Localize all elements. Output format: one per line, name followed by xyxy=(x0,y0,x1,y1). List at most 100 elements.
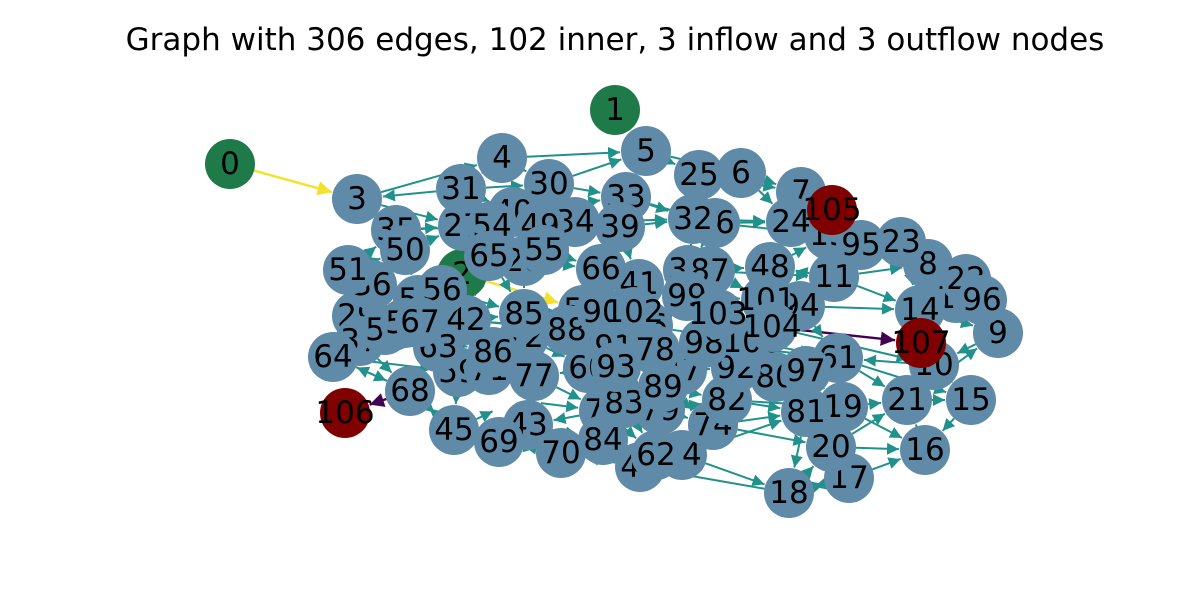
node-circle-30 xyxy=(524,159,574,209)
node-label-96: 96 xyxy=(962,282,1001,318)
node-label-55: 55 xyxy=(524,232,563,268)
node-circle-39 xyxy=(595,202,645,252)
edge-45-87b xyxy=(476,410,494,422)
node-circle-3 xyxy=(332,174,382,224)
edge-73-43 xyxy=(553,412,580,425)
node-18: 18 xyxy=(764,468,814,518)
edge-0-3 xyxy=(253,169,333,196)
node-label-103: 103 xyxy=(688,296,747,332)
node-70: 70 xyxy=(536,428,586,478)
node-label-25: 25 xyxy=(679,157,718,193)
node-circle-104 xyxy=(747,302,797,352)
node-circle-85 xyxy=(499,289,549,339)
node-label-85: 85 xyxy=(504,296,543,332)
edge-65-85 xyxy=(499,276,512,293)
node-16: 16 xyxy=(900,425,950,475)
node-4: 4 xyxy=(477,133,527,183)
node-67: 67 xyxy=(395,297,445,347)
node-circle-0 xyxy=(205,139,255,189)
node-circle-6 xyxy=(716,148,766,198)
node-104: 104 xyxy=(742,302,802,352)
edge-77-73 xyxy=(555,386,582,401)
edge-5-25 xyxy=(661,153,676,166)
node-21: 21 xyxy=(882,375,932,425)
node-label-32: 32 xyxy=(673,201,712,237)
edge-10-61 xyxy=(863,354,910,367)
edge-87-101 xyxy=(729,277,744,289)
edge-87b-73 xyxy=(540,400,579,413)
node-93: 93 xyxy=(591,342,641,392)
node-circle-20 xyxy=(806,422,856,472)
edge-39-41 xyxy=(621,246,633,260)
node-label-1: 1 xyxy=(605,92,625,128)
node-label-20: 20 xyxy=(811,429,850,465)
edge-30-33 xyxy=(573,184,601,197)
node-label-15: 15 xyxy=(951,382,990,418)
node-5: 5 xyxy=(621,126,671,176)
node-label-23: 23 xyxy=(881,224,920,260)
edge-94-14 xyxy=(824,302,895,315)
node-label-107: 107 xyxy=(891,325,950,361)
node-circle-19 xyxy=(818,382,868,432)
node-25: 25 xyxy=(674,150,724,200)
node-circle-18 xyxy=(764,468,814,518)
node-39: 39 xyxy=(595,202,645,252)
node-62: 62 xyxy=(631,430,681,480)
node-circle-102 xyxy=(609,287,659,337)
edge-72-60 xyxy=(546,346,566,358)
node-label-68: 68 xyxy=(390,373,429,409)
node-circle-55 xyxy=(519,225,569,275)
node-label-24: 24 xyxy=(771,204,810,240)
edge-4-5 xyxy=(526,146,621,159)
edge-19-21 xyxy=(867,398,882,411)
node-circle-107 xyxy=(896,318,946,368)
node-label-5: 5 xyxy=(636,133,656,169)
node-label-102: 102 xyxy=(604,294,663,330)
edge-4-30 xyxy=(512,160,527,173)
node-15: 15 xyxy=(946,375,996,425)
edge-17-16 xyxy=(872,457,901,471)
node-0: 0 xyxy=(205,139,255,189)
node-circle-67 xyxy=(395,297,445,347)
node-circle-89 xyxy=(638,362,688,412)
edge-79-74 xyxy=(674,408,689,421)
node-95: 95 xyxy=(836,220,886,270)
node-106: 106 xyxy=(315,388,375,438)
node-105: 105 xyxy=(802,185,862,235)
node-label-89: 89 xyxy=(643,369,682,405)
node-circle-4 xyxy=(477,133,527,183)
node-circle-5 xyxy=(621,126,671,176)
edge-61-21 xyxy=(858,370,886,388)
nodes-layer: 0123456789101112131415161718192021222324… xyxy=(205,85,1023,518)
node-103: 103 xyxy=(688,289,748,339)
node-65: 65 xyxy=(464,231,514,281)
edge-55-66 xyxy=(563,251,577,263)
node-label-77: 77 xyxy=(514,358,553,394)
node-circle-69 xyxy=(474,417,524,467)
node-68: 68 xyxy=(385,366,435,416)
node-label-62: 62 xyxy=(636,437,675,473)
node-circle-95 xyxy=(836,220,886,270)
node-51: 51 xyxy=(323,245,373,295)
edge-68-106 xyxy=(369,393,387,407)
edge-94-61 xyxy=(810,323,824,338)
node-77: 77 xyxy=(509,351,559,401)
node-label-50: 50 xyxy=(385,232,424,268)
node-55: 55 xyxy=(519,225,569,275)
edge-39-32 xyxy=(644,217,668,230)
node-label-65: 65 xyxy=(469,238,508,274)
node-69: 69 xyxy=(474,417,524,467)
edge-37-68 xyxy=(376,357,393,374)
node-label-78: 78 xyxy=(635,332,674,368)
node-label-3: 3 xyxy=(347,181,367,217)
node-label-6: 6 xyxy=(731,155,751,191)
edge-50-27 xyxy=(425,234,440,247)
node-circle-32 xyxy=(668,194,718,244)
edge-20-16 xyxy=(855,442,900,455)
edge-6-7 xyxy=(762,174,777,187)
node-circle-65 xyxy=(464,231,514,281)
node-circle-25 xyxy=(674,150,724,200)
node-label-67: 67 xyxy=(400,304,439,340)
edge-74-81 xyxy=(737,411,781,424)
